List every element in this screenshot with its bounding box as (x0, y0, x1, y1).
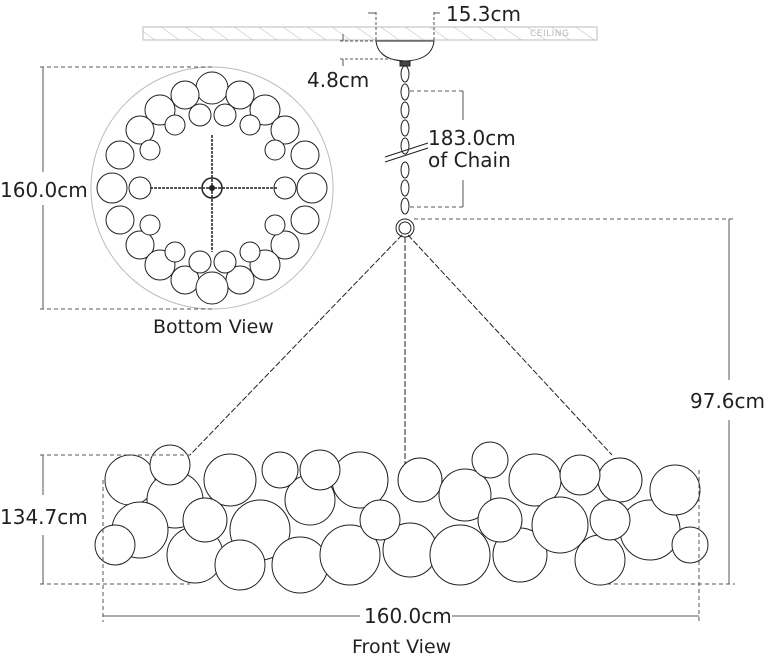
canopy-height-label: 4.8cm (307, 68, 370, 92)
fixture-height-label: 97.6cm (690, 389, 764, 413)
hanging-chain (384, 65, 429, 238)
fixture-height-dimension (414, 218, 735, 585)
canopy-width-dimension (368, 12, 440, 41)
front-view-fixture (94, 441, 709, 594)
canopy (375, 40, 435, 67)
ceiling (142, 26, 598, 41)
bottom-view-caption: Bottom View (153, 316, 274, 338)
canopy-height-dimension (340, 34, 395, 66)
canopy-width-label: 15.3cm (446, 2, 522, 26)
ceiling-label: CEILING (530, 29, 570, 39)
suspension-chains (189, 234, 613, 470)
front-width-dimension (102, 470, 700, 622)
overall-height-label: 134.7cm (0, 505, 88, 529)
chain-length-dimension (410, 90, 466, 208)
front-width-label: 160.0cm (364, 604, 452, 628)
front-view-caption: Front View (352, 636, 452, 658)
chain-length-label: 183.0cm (428, 126, 516, 150)
overall-height-dimension (40, 454, 190, 585)
bottom-view-fixture (90, 66, 334, 310)
bottom-diameter-label: 160.0cm (0, 178, 88, 202)
chain-length-suffix: of Chain (428, 148, 511, 172)
bottom-diameter-dimension (40, 66, 212, 310)
